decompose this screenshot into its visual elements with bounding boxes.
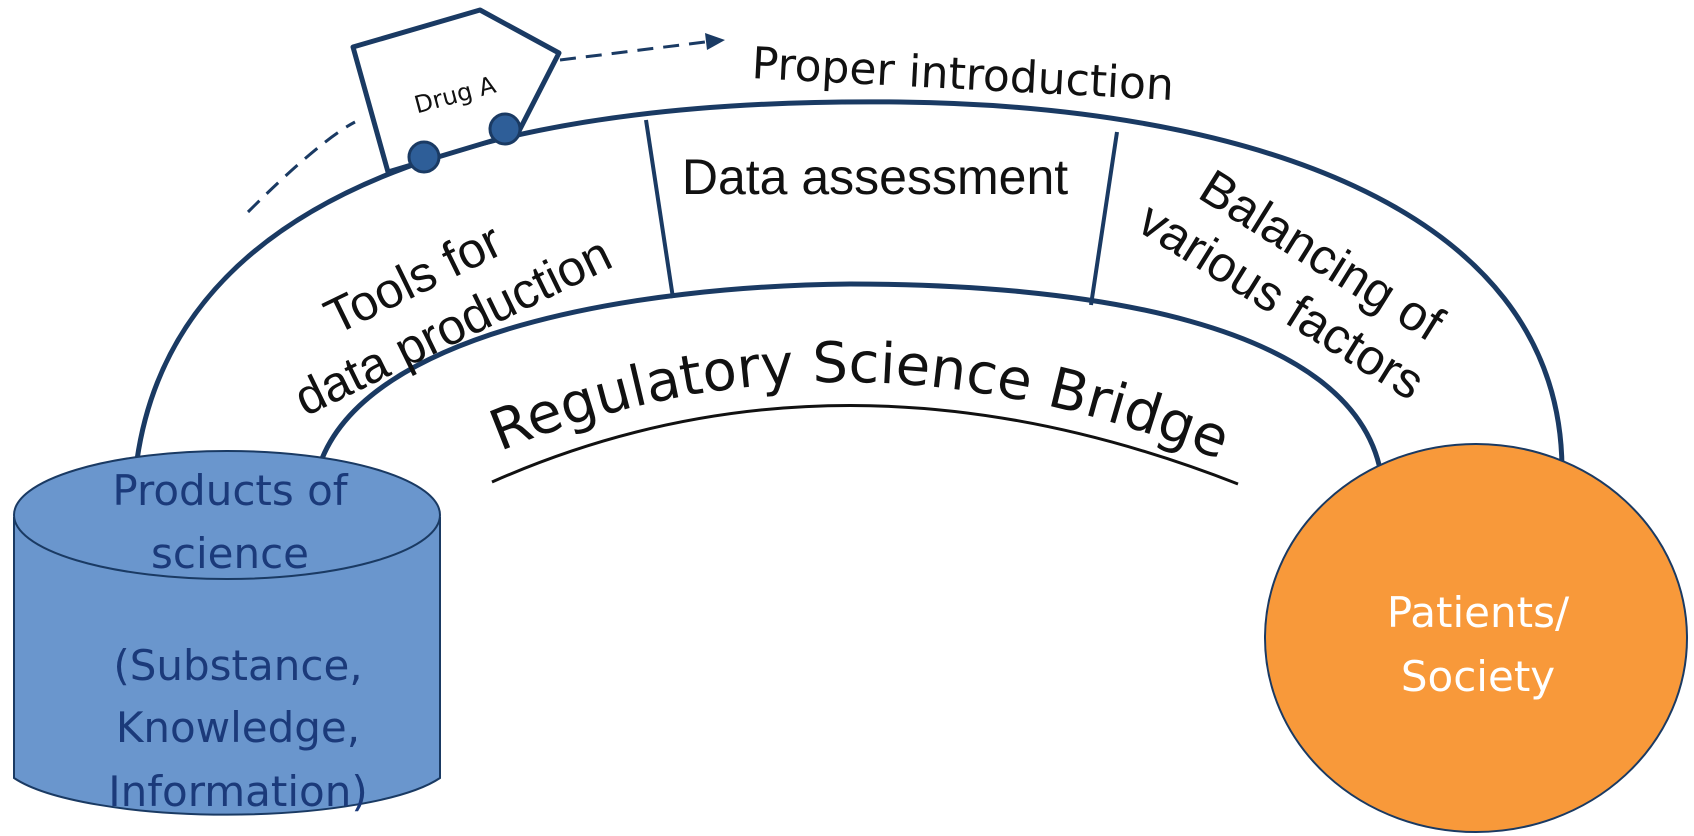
products-of-science-cylinder: Products of science (Substance, Knowledg… [13,450,441,816]
bridge-title-underline [491,404,1239,486]
cylinder-line3: (Substance, [113,641,362,690]
cylinder-top [13,450,441,580]
cylinder-line2: science [151,529,309,578]
patients-society-circle: Patients/ Society [1264,443,1688,833]
wheel-right-icon [488,112,522,146]
cylinder-line5: Information) [108,767,368,816]
bridge-divider-right [1089,131,1119,306]
circle-line1: Patients/ [1387,588,1570,637]
circle-line2: Society [1401,652,1555,701]
introduction-dashed-arrow-line [559,40,706,62]
wheel-left-icon [407,140,441,174]
segment-right-label: Balancing of various factors [1129,159,1454,411]
bridge-inner-arch [315,281,1385,481]
bridge-title-text: Regulatory Science Bridge [481,331,1238,473]
cylinder-body [13,517,441,816]
circle-shape [1264,443,1688,833]
bridge-outer-arch [134,99,1565,469]
drug-cart: Drug A [350,7,562,175]
arrow-head-icon [705,33,725,50]
bridge-divider-left [644,119,675,299]
cylinder-line4: Knowledge, [116,703,360,752]
cylinder-line1: Products of [112,466,348,515]
trajectory-dashed-line [246,120,356,214]
segment-middle-label: Data assessment [682,149,1068,205]
bridge-title: Regulatory Science Bridge [481,331,1238,473]
